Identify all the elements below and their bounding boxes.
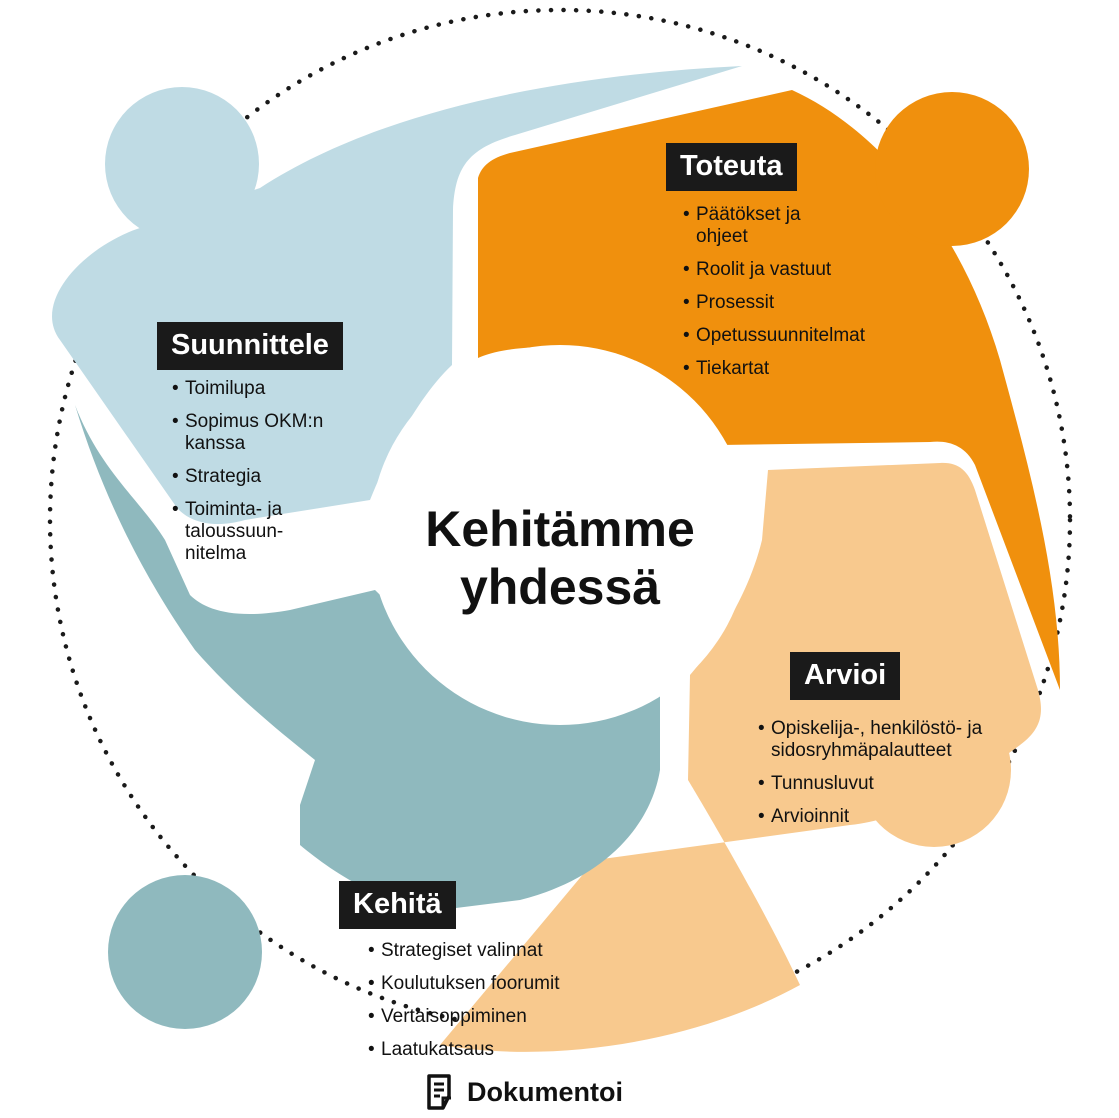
segment-kehita: [75, 405, 660, 910]
list-item: Opiskelija-, henkilöstö- ja sidosryhmäpa…: [758, 718, 1028, 762]
list-item: Toimilupa: [172, 378, 372, 400]
suunnittele-list: Toimilupa Sopimus OKM:n kanssa Strategia…: [172, 378, 372, 576]
person-head-toteuta: [875, 92, 1029, 246]
suunnittele-label: Suunnittele: [157, 322, 343, 370]
center-circle: [370, 345, 750, 725]
list-item: Sopimus OKM:n kanssa: [172, 411, 372, 455]
segment-toteuta: [478, 90, 1060, 690]
center-title-line2: yhdessä: [459, 559, 661, 615]
person-head-suunnittele: [105, 87, 259, 241]
footer-dokumentoi: Dokumentoi: [425, 1070, 623, 1114]
list-item: Päätökset ja ohjeet: [683, 204, 846, 248]
document-icon: [427, 1074, 451, 1110]
list-item: Prosessit: [683, 292, 923, 314]
list-item: Vertaisoppiminen: [368, 1006, 628, 1028]
arvioi-list: Opiskelija-, henkilöstö- ja sidosryhmäpa…: [758, 718, 1028, 839]
list-item: Laatukatsaus: [368, 1039, 628, 1061]
center-title: Kehitämme yhdessä: [390, 500, 730, 616]
list-item: Toiminta- ja taloussuun-nitelma: [172, 499, 335, 565]
list-item: Strategiset valinnat: [368, 940, 628, 962]
kehita-label: Kehitä: [339, 881, 456, 929]
list-item: Tiekartat: [683, 358, 923, 380]
toteuta-label: Toteuta: [666, 143, 797, 191]
arvioi-label: Arvioi: [790, 652, 901, 700]
list-item: Opetussuunnitelmat: [683, 325, 923, 347]
dotted-outer-ring: [47, 7, 1073, 1033]
list-item: Tunnusluvut: [758, 773, 1028, 795]
segment-suunnittele: [52, 66, 743, 525]
center-title-line1: Kehitämme: [425, 501, 695, 557]
segment-arvioi: [440, 462, 1041, 1052]
footer-label: Dokumentoi: [467, 1076, 624, 1107]
list-item: Arvioinnit: [758, 806, 1028, 828]
toteuta-list: Päätökset ja ohjeet Roolit ja vastuut Pr…: [683, 204, 923, 391]
person-head-kehita: [108, 875, 262, 1029]
list-item: Strategia: [172, 466, 372, 488]
kehita-list: Strategiset valinnat Koulutuksen foorumi…: [368, 940, 628, 1072]
list-item: Koulutuksen foorumit: [368, 973, 628, 995]
list-item: Roolit ja vastuut: [683, 259, 923, 281]
